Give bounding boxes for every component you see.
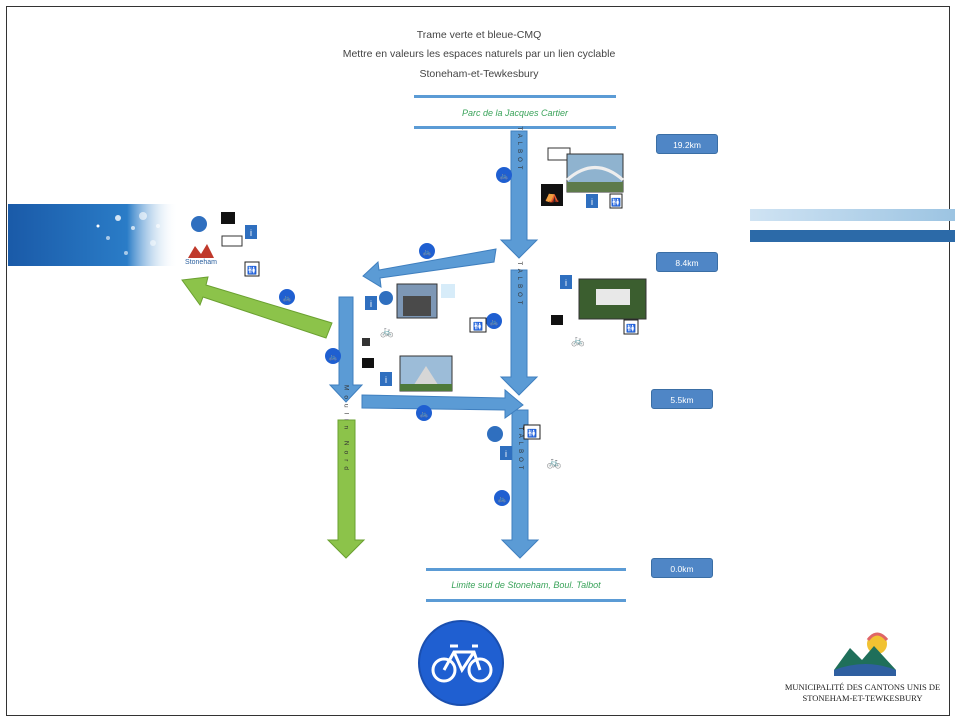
municipality-name-line1: MUNICIPALITÉ DES CANTONS UNIS DE [784,682,941,692]
cycle-route-sign [418,620,504,706]
info-icon-cluster-north: i 🚻 ⛺ [541,147,623,209]
svg-text:🚲: 🚲 [283,295,292,302]
route-arrow-talbot-middle [499,269,539,396]
svg-text:🚲: 🚲 [547,455,562,469]
photo-church [399,355,453,392]
svg-text:🚲: 🚲 [329,354,338,361]
municipality-logo-icon [834,632,896,676]
route-arrow-green-west [181,276,333,339]
moulin-nord-label: Moulin Nord [343,385,350,475]
svg-text:i: i [565,278,567,288]
bottom-place-line-lower [426,599,626,602]
svg-text:i: i [370,299,372,309]
talbot-label-south: TALBOT [517,427,523,474]
svg-text:i: i [505,449,507,459]
route-arrow-green-south [326,419,366,559]
photo-park-sign [578,278,647,320]
bicycle-marker-6: 🚲 [416,405,432,421]
svg-text:🚲: 🚲 [423,249,432,256]
photo-building [396,283,455,319]
info-icon-cluster-middle: i 🚻 i 🚲 [362,291,487,386]
info-icon-cluster-stoneham: i 🚻 Stoneham [185,212,260,277]
svg-text:🚻: 🚻 [527,428,537,438]
distance-badge-1: 19.2km [656,134,718,154]
svg-text:🚲: 🚲 [498,496,507,503]
svg-text:🚲: 🚲 [490,319,499,326]
top-place-line-upper [414,95,616,98]
svg-text:🚲: 🚲 [420,411,429,418]
svg-text:🚻: 🚻 [247,265,257,275]
top-place-label: Parc de la Jacques Cartier [461,108,569,118]
info-icon-cluster-east: i 🚻 🚲 [551,275,639,347]
bicycle-marker-2: 🚲 [419,243,435,259]
title-line-1: Trame verte et bleue-CMQ [416,29,542,41]
info-icon-cluster-south: 🚻 i 🚲 [487,424,562,469]
talbot-label-north: TALBOT [516,127,522,174]
bicycle-marker-3: 🚲 [279,289,295,305]
bicycle-marker-7: 🚲 [494,490,510,506]
bottom-place-label: Limite sud de Stoneham, Boul. Talbot [451,580,601,590]
right-banner [750,209,955,242]
svg-text:i: i [591,197,593,207]
title-line-2: Mettre en valeurs les espaces naturels p… [342,48,616,60]
bicycle-icon [431,644,493,683]
distance-badge-3: 5.5km [651,389,713,409]
route-arrow-west-down [328,296,364,403]
svg-text:🚲: 🚲 [380,326,394,338]
bicycle-marker-1: 🚲 [496,167,512,183]
route-arrow-east [361,388,524,419]
slide-frame [6,6,950,716]
svg-text:i: i [385,375,387,385]
svg-text:🚻: 🚻 [626,323,636,333]
svg-text:🚻: 🚻 [473,321,483,331]
svg-text:🚲: 🚲 [500,173,509,180]
svg-text:🚲: 🚲 [571,335,585,347]
title-line-3: Stoneham-et-Tewkesbury [419,68,539,80]
photo-bridge [566,153,624,193]
left-banner [8,204,178,266]
svg-text:i: i [250,228,252,238]
distance-badge-4: 0.0km [651,558,713,578]
top-place-line-lower [414,126,616,129]
svg-text:🚻: 🚻 [611,197,621,207]
distance-badge-2: 8.4km [656,252,718,272]
bicycle-marker-5: 🚲 [325,348,341,364]
municipality-name-line2: STONEHAM-ET-TEWKESBURY [802,693,923,703]
stoneham-logo-label: Stoneham [185,259,217,266]
bottom-place-line-upper [426,568,626,571]
bicycle-marker-4: 🚲 [486,313,502,329]
route-arrow-talbot-north [499,130,539,259]
svg-text:⛺: ⛺ [545,189,560,203]
route-arrow-northwest [362,248,497,288]
talbot-label-middle: TALBOT [516,262,522,309]
